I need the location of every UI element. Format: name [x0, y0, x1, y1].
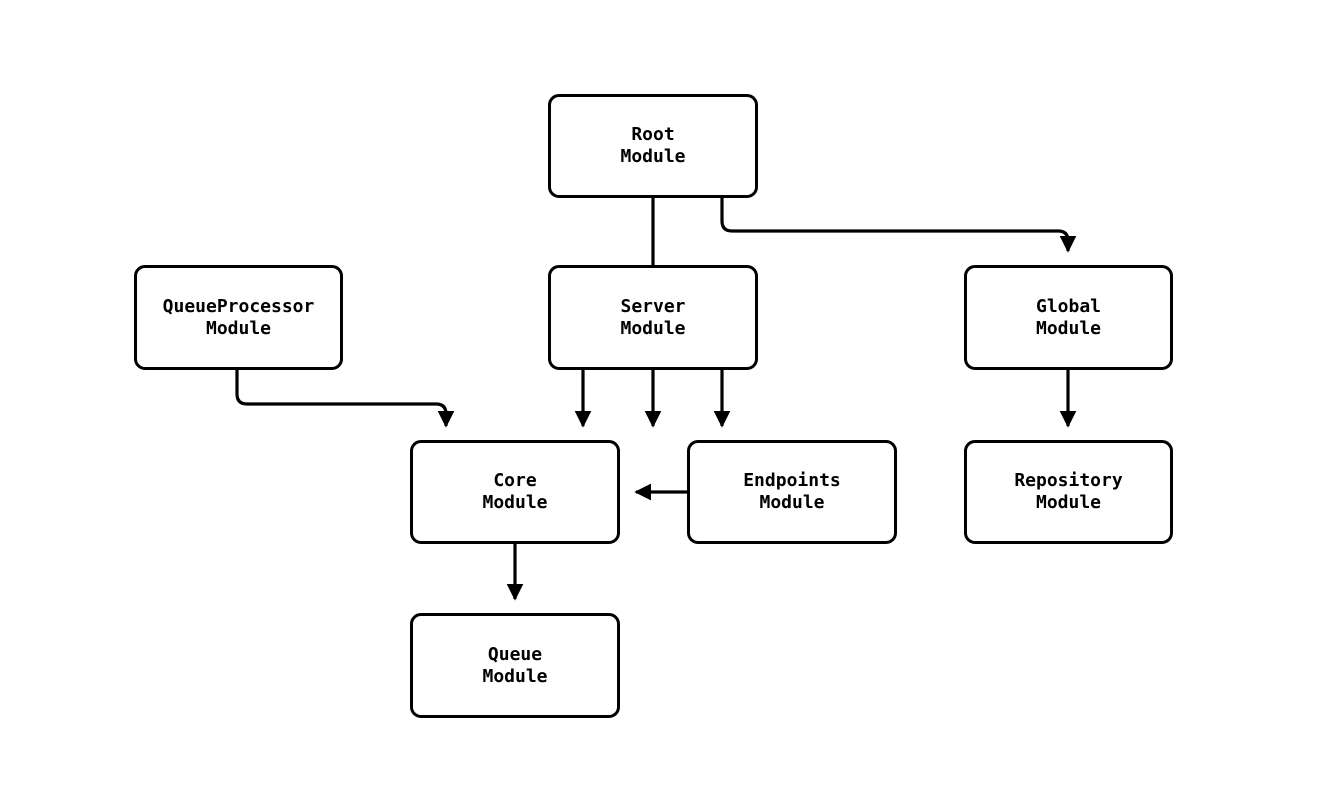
node-global-line2: Module — [1035, 317, 1102, 339]
node-core-line2: Module — [482, 492, 548, 513]
node-endpoints-line2: Module — [759, 492, 825, 513]
node-queue[interactable]: Queue Module — [410, 613, 620, 718]
node-queueprocessor[interactable]: QueueProcessor Module — [134, 265, 343, 370]
node-queueprocessor-line2: Module — [205, 317, 272, 339]
node-server[interactable]: Server Module — [548, 265, 758, 370]
edge-root-to-global — [720, 198, 1077, 253]
node-server-line1: Server — [620, 295, 686, 317]
node-repository-line2: Module — [1035, 492, 1102, 513]
node-endpoints[interactable]: Endpoints Module — [687, 440, 897, 544]
node-root[interactable]: Root Module — [548, 94, 758, 198]
node-root-line1: Root — [631, 124, 675, 145]
edge-queueprocessor-to-core — [235, 370, 455, 428]
node-queueprocessor-line1: QueueProcessor — [162, 295, 315, 317]
node-repository[interactable]: Repository Module — [964, 440, 1173, 544]
node-endpoints-line1: Endpoints — [743, 470, 841, 491]
node-server-line2: Module — [620, 317, 686, 339]
node-core[interactable]: Core Module — [410, 440, 620, 544]
node-global-line1: Global — [1035, 295, 1102, 317]
node-queue-line2: Module — [482, 665, 548, 687]
node-queue-line1: Queue — [487, 643, 543, 665]
node-global[interactable]: Global Module — [964, 265, 1173, 370]
node-repository-line1: Repository — [1014, 470, 1123, 491]
node-root-line2: Module — [620, 146, 686, 167]
node-core-line1: Core — [493, 470, 537, 491]
